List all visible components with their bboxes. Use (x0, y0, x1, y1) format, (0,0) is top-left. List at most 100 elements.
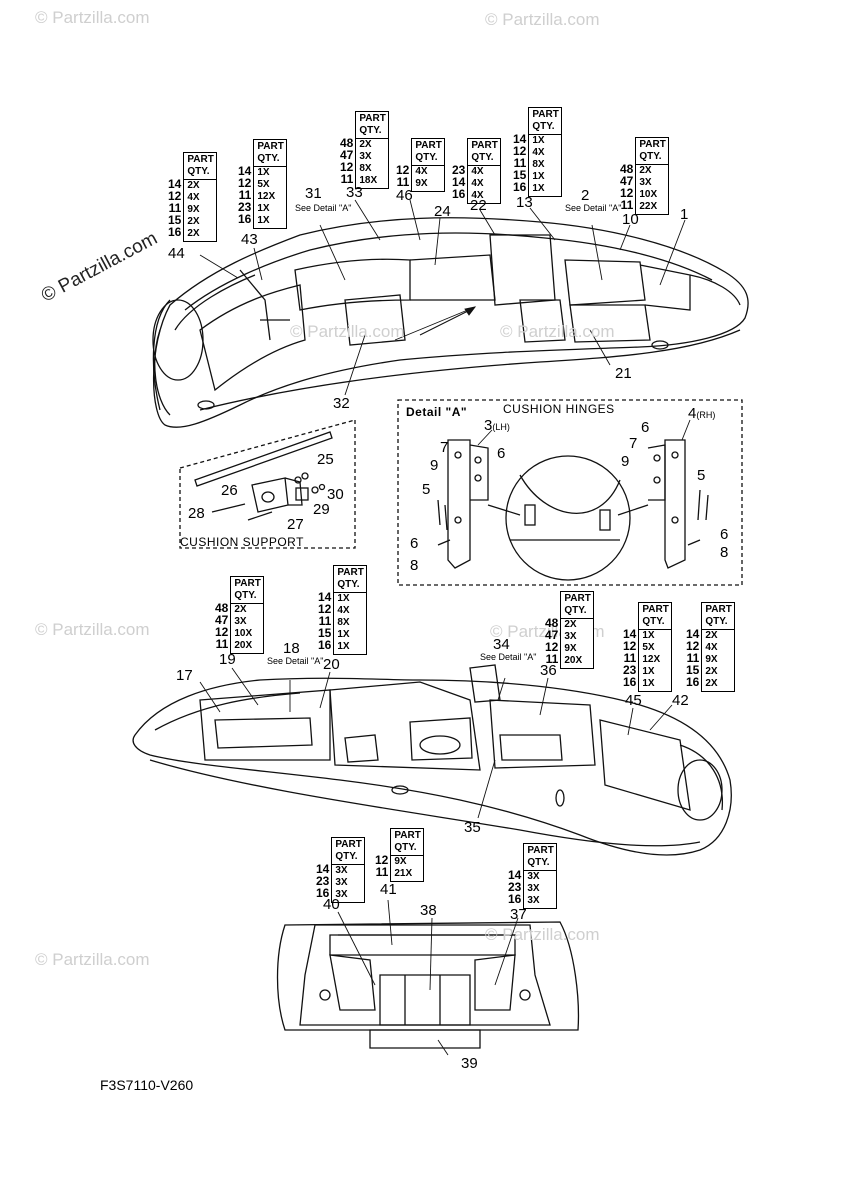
callout-41: 41 (380, 881, 397, 898)
qty-table-header: PART QTY. (184, 153, 217, 180)
callout-37: 37 (510, 906, 527, 923)
qty-value: 5X (257, 179, 270, 190)
qty-part-number: 16 (316, 886, 330, 900)
qty-table-header: PART QTY. (334, 566, 367, 593)
watermark-bottom-left: © Partzilla.com (35, 950, 150, 969)
qty-part-number: 47 (545, 628, 559, 642)
qty-value: 3X (335, 889, 348, 900)
callout-40: 40 (323, 896, 340, 913)
qty-part-number: 14 (238, 164, 252, 178)
qty-part-number: 15 (318, 626, 332, 640)
callout-6-lh-top: 6 (497, 445, 506, 462)
callout-21: 21 (615, 365, 632, 382)
qty-value: 1X (532, 183, 545, 194)
qty-value: 1X (257, 203, 270, 214)
qty-table-header: PART QTY. (356, 112, 389, 139)
upper-hull-drawing (152, 217, 749, 428)
qty-value: 2X (187, 180, 200, 191)
qty-value: 12X (642, 654, 661, 665)
qty-table-header: PART QTY. (639, 603, 672, 630)
qty-value: 1X (642, 666, 655, 677)
callout-9-rh: 9 (621, 453, 630, 470)
qty-value: 8X (359, 163, 372, 174)
callout-30: 30 (327, 486, 344, 503)
qty-value: 3X (359, 151, 372, 162)
callout-6-rh-bottom: 6 (720, 526, 729, 543)
qty-part-number: 23 (508, 880, 522, 894)
callout-26: 26 (221, 482, 238, 499)
qty-value: 2X (639, 165, 652, 176)
callout-34: 34 (493, 636, 510, 653)
qty-value: 3X (335, 865, 348, 876)
callout-18: 18 (283, 640, 300, 657)
qty-part-number: 16 (168, 225, 182, 239)
qty-part-number: 12 (620, 186, 634, 200)
qty-part-number: 11 (318, 614, 332, 628)
qty-part-number: 16 (238, 212, 252, 226)
qty-table-header: PART QTY. (524, 844, 557, 871)
qty-part-number: 47 (620, 174, 634, 188)
qty-part-number: 14 (168, 177, 182, 191)
qty-value: 10X (234, 628, 253, 639)
callout-5-rh: 5 (697, 467, 706, 484)
qty-part-number: 15 (686, 663, 700, 677)
qty-value: 1X (642, 678, 655, 689)
qty-part-number: 48 (545, 616, 559, 630)
qty-value: 1X (642, 630, 655, 641)
qty-part-number: 11 (215, 637, 229, 651)
qty-part-number: 12 (513, 144, 527, 158)
callout-43: 43 (241, 231, 258, 248)
qty-part-number: 11 (545, 652, 559, 666)
callout-22: 22 (470, 197, 487, 214)
callout-8-rh: 8 (720, 544, 729, 561)
qty-value: 3X (234, 616, 247, 627)
see-detail-31: See Detail "A" (295, 203, 352, 213)
watermark-mid2: © Partzilla.com (500, 322, 615, 341)
callout-46: 46 (396, 187, 413, 204)
detail-a-box (397, 399, 743, 586)
qty-part-number: 12 (545, 640, 559, 654)
qty-value: 9X (394, 856, 407, 867)
callout-36: 36 (540, 662, 557, 679)
callout-38: 38 (420, 902, 437, 919)
cushion-support-label: CUSHION SUPPORT (180, 535, 304, 549)
qty-part-number: 11 (513, 156, 527, 170)
qty-value: 3X (335, 877, 348, 888)
qty-table-header: PART QTY. (468, 139, 501, 166)
detail-a-label: Detail "A" (406, 405, 468, 419)
qty-part-number: 11 (620, 198, 634, 212)
qty-value: 8X (532, 159, 545, 170)
watermark-mid1: © Partzilla.com (290, 322, 405, 341)
qty-value: 20X (564, 655, 583, 666)
qty-value: 2X (705, 678, 718, 689)
cushion-support-box (179, 419, 356, 549)
qty-value: 9X (564, 643, 577, 654)
qty-part-number: 23 (452, 163, 466, 177)
see-detail-18: See Detail "A" (267, 656, 324, 666)
callout-19: 19 (219, 651, 236, 668)
qty-value: 1X (337, 593, 350, 604)
qty-value: 4X (187, 192, 200, 203)
qty-part-number: 12 (318, 602, 332, 616)
qty-part-number: 11 (686, 651, 700, 665)
qty-part-number: 16 (508, 892, 522, 906)
callout-20: 20 (323, 656, 340, 673)
